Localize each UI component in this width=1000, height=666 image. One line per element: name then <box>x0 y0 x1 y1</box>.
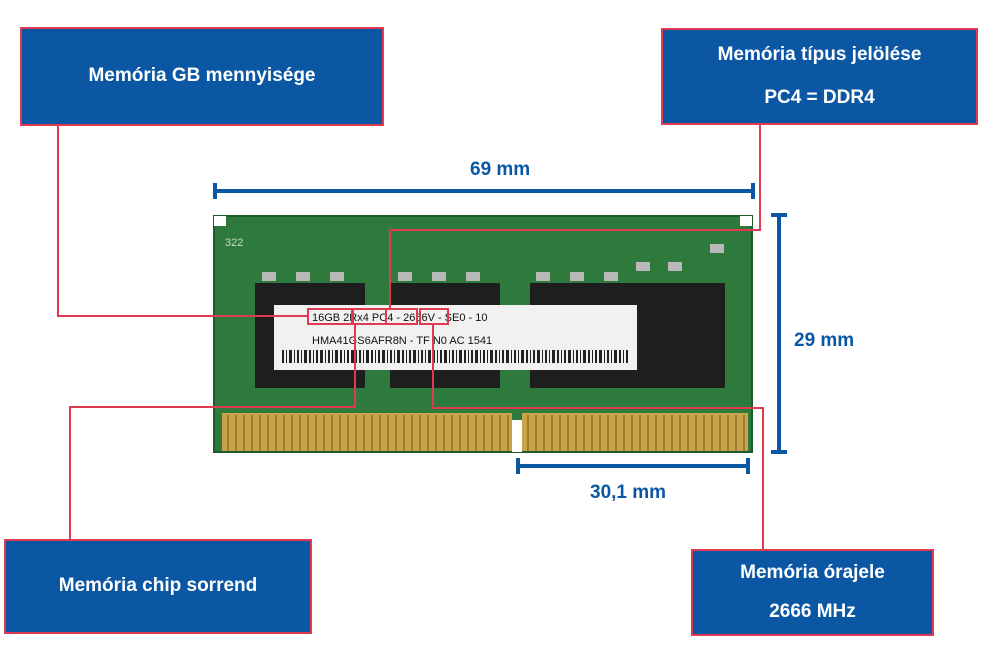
leader-type <box>389 125 761 309</box>
contact-separators <box>227 415 745 451</box>
leader-clock <box>432 324 764 549</box>
sticker-line-2: HMA41GS6AFR8N - TF N0 AC 1541 <box>312 335 492 347</box>
callout-clock: Memória órajele 2666 MHz <box>691 549 934 636</box>
leader-gb <box>57 126 308 317</box>
callout-gb-amount-text: Memória GB mennyisége <box>88 65 316 87</box>
callout-gb-amount: Memória GB mennyisége <box>20 27 384 126</box>
chip-pins <box>262 244 724 281</box>
leader-chip <box>69 324 356 539</box>
callout-type-value: PC4 = DDR4 <box>764 86 875 108</box>
pcb-marking: 322 <box>225 237 243 249</box>
sticker-line-1: 16GB 2Rx4 PC4 - 2666V - SE0 - 10 <box>312 312 487 324</box>
leader-lines <box>57 125 764 549</box>
callout-type-title: Memória típus jelölése <box>717 43 922 65</box>
callout-memory-type: Memória típus jelölése PC4 = DDR4 <box>661 28 978 125</box>
dim-height-label: 29 mm <box>794 330 855 351</box>
highlight-type <box>385 308 418 325</box>
barcode <box>282 350 628 363</box>
dimension-lines <box>213 183 787 474</box>
callout-chip-order: Memória chip sorrend <box>4 539 312 634</box>
dim-width-label: 69 mm <box>470 159 531 180</box>
callout-chip-order-text: Memória chip sorrend <box>58 575 258 597</box>
dim-notch-label: 30,1 mm <box>590 482 667 503</box>
gold-contacts <box>222 413 748 452</box>
ram-module: 322 16GB 2Rx4 PC4 - 2666V - SE0 - 10 HMA… <box>213 215 753 453</box>
callout-clock-title: Memória órajele <box>740 561 885 583</box>
callout-clock-value: 2666 MHz <box>769 600 856 622</box>
